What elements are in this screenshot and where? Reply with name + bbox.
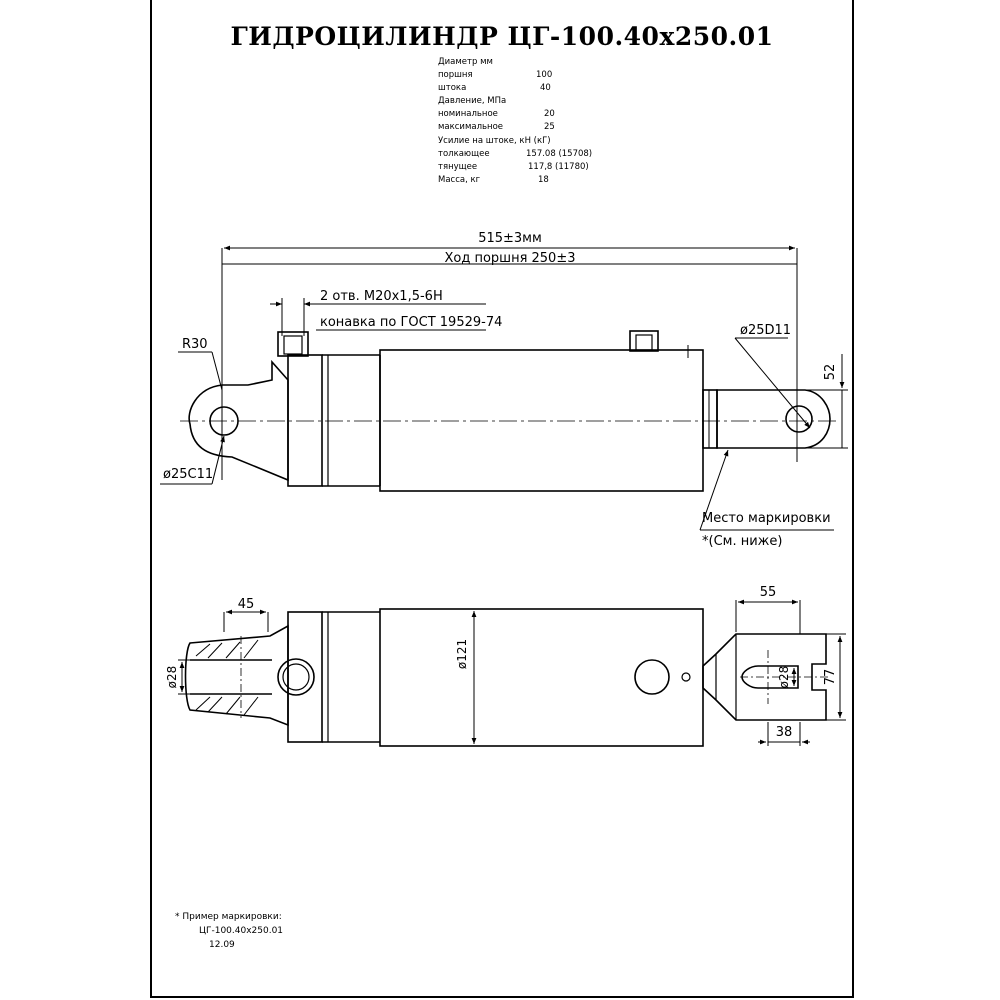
rear-cap <box>287 354 323 487</box>
spec-label: поршня <box>438 70 473 81</box>
rear-port-boss <box>277 658 315 696</box>
front-port-boss <box>634 659 670 695</box>
dim-52: 52 <box>823 364 838 381</box>
spec-label: максимальное <box>438 122 504 133</box>
hatch-line <box>243 639 259 659</box>
side-view <box>160 245 848 531</box>
rear-port-hole <box>282 663 310 691</box>
rod-collar <box>702 389 718 449</box>
dim-d25d11: ø25D11 <box>740 323 791 338</box>
spec-label: Усилие на штоке, кН (кГ) <box>438 135 551 146</box>
dim-ports-std: конавка по ГОСТ 19529-74 <box>320 315 502 330</box>
spec-value: 100 <box>536 70 553 81</box>
hatch-line <box>243 696 259 716</box>
hatch-line <box>225 641 241 659</box>
leader-line <box>734 337 811 429</box>
rod-eye-bore <box>785 405 813 433</box>
marking-example-line2: 12.09 <box>209 940 235 950</box>
marking-place-note: *(См. ниже) <box>702 534 782 549</box>
spec-value: 25 <box>544 122 555 133</box>
leader-line <box>211 351 223 391</box>
spec-label: Диаметр мм <box>438 57 493 67</box>
marking-place-label: Место маркировки <box>702 511 831 526</box>
spec-label: штока <box>438 83 467 94</box>
dim-ports: 2 отв. М20х1,5-6Н <box>320 289 443 304</box>
marking-example-line1: ЦГ-100.40х250.01 <box>199 926 284 936</box>
dim-d28-right: ø28 <box>777 666 791 689</box>
marking-example-header: * Пример маркировки: <box>175 912 282 922</box>
hatch-line <box>195 696 211 711</box>
dim-stroke: Ход поршня 250±3 <box>444 251 575 266</box>
rear-port-thread <box>283 335 303 355</box>
front-port-thread <box>635 334 653 351</box>
hatch-line <box>207 696 223 713</box>
spec-label: номинальное <box>438 109 498 120</box>
hatch-line <box>225 696 241 715</box>
spec-value: 157.08 (15708) <box>526 148 593 159</box>
drawing-title: ГИДРОЦИЛИНДР ЦГ-100.40x250.01 <box>230 22 774 51</box>
spec-value: 40 <box>540 83 551 94</box>
hatch-line <box>195 643 211 657</box>
spec-label: толкающее <box>438 148 490 159</box>
leader-line <box>211 435 225 485</box>
dim-55: 55 <box>760 585 777 600</box>
barrel <box>379 608 704 747</box>
dim-d121: ø121 <box>455 639 469 669</box>
spec-value: 117,8 (11780) <box>528 161 589 172</box>
dim-77: 77 <box>823 669 838 686</box>
spec-label: Масса, кг <box>438 174 481 185</box>
rear-cap <box>287 611 323 743</box>
barrel <box>379 349 704 492</box>
spec-label: тянущее <box>438 161 478 172</box>
marking-example: * Пример маркировки: ЦГ-100.40х250.01 12… <box>175 910 283 952</box>
rod-eye <box>716 389 831 449</box>
drawing-frame <box>150 0 854 998</box>
dim-38: 38 <box>776 725 793 740</box>
dim-45: 45 <box>238 597 255 612</box>
rear-port <box>277 331 309 357</box>
hatch-line <box>207 642 223 659</box>
leader-line <box>699 449 729 531</box>
dim-r30: R30 <box>182 337 208 352</box>
spec-value: 18 <box>538 174 549 185</box>
dim-d25c11: ø25C11 <box>163 467 213 482</box>
clevis-slot <box>741 665 799 689</box>
dim-total-length: 515±3мм <box>478 231 542 246</box>
spec-value: 20 <box>544 109 555 120</box>
spec-label: Давление, МПа <box>438 96 507 107</box>
front-port <box>629 330 659 352</box>
dim-d28-left: ø28 <box>165 666 179 689</box>
plan-view <box>178 599 846 747</box>
rear-clevis <box>184 624 289 727</box>
vent-hole <box>681 672 691 682</box>
